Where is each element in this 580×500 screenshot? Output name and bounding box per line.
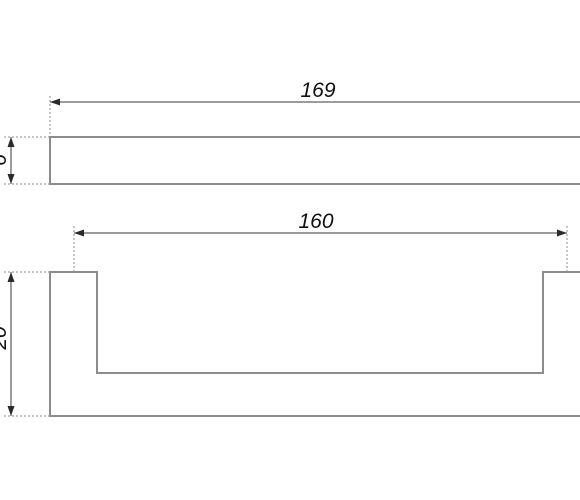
top-height-arrow-down (7, 174, 15, 184)
span-label: 160 (298, 210, 333, 233)
handle-profile-outline (49, 271, 580, 417)
top-length-label: 169 (300, 79, 335, 102)
span-arrow-left (74, 229, 84, 237)
top-height-arrow-up (7, 137, 15, 147)
side-view: 160 20 (0, 210, 580, 417)
span-arrow-right (557, 229, 567, 237)
top-view: 169 6 (0, 79, 580, 185)
top-bar-outline (49, 136, 580, 185)
top-length-arrow-left (50, 98, 60, 106)
handle-height-label: 20 (0, 326, 11, 351)
handle-height-arrow-down (7, 406, 15, 416)
handle-height-arrow-up (7, 272, 15, 282)
top-height-label: 6 (0, 154, 11, 166)
